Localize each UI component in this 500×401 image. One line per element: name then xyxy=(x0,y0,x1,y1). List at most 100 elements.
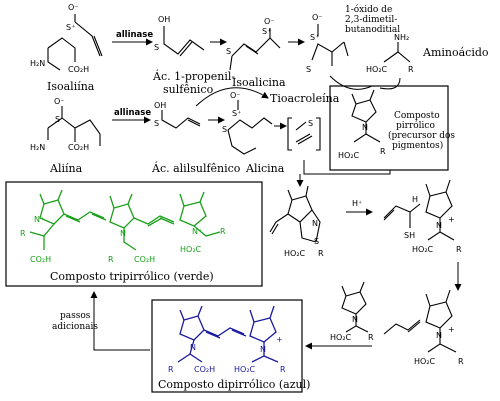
alliinase-label-2: allinase xyxy=(114,108,151,118)
co2h-atom-tri-1: CO₂H xyxy=(30,255,51,264)
dipyrrolic-structure: N R CO₂H N + HO₂C R xyxy=(168,305,286,374)
n-atom-di-2: N xyxy=(260,345,266,354)
alliin-structure: S O⁻ H₂N CO₂H xyxy=(30,97,101,152)
s-atom-2: S xyxy=(226,47,231,56)
n-atom-prot: N xyxy=(436,221,442,230)
extra-steps-label-1: passos xyxy=(60,311,91,321)
dipyrrolic-label: Composto dipirrólico (azul) xyxy=(158,378,310,391)
isoalliin-label: Isoaliína xyxy=(47,80,95,93)
r-atom-pyr: R xyxy=(380,147,386,156)
dipyrrolic-box xyxy=(151,299,303,393)
h2n-atom-alliin: H₂N xyxy=(30,143,45,152)
pyrrolic-label-4: pigmentos) xyxy=(392,140,443,151)
r-atom-di-1: R xyxy=(168,365,174,374)
sh-atom-prot: SH xyxy=(404,231,415,240)
n-atom-pyr: N xyxy=(362,123,368,132)
n-plus-atom-tri-3: N⁺ xyxy=(192,227,202,236)
oxide-structure: S⁺ O⁻ S xyxy=(306,13,349,74)
thioacrolein-label: Tioacroleína xyxy=(270,92,340,105)
vinyl-pyrrole-structure: N + HO₂C R xyxy=(383,289,464,366)
merge-arrow-right xyxy=(379,77,401,90)
amino-acid-structure: NH₂ HO₂C R xyxy=(366,33,414,74)
o-minus-atom: O⁻ xyxy=(68,3,79,12)
plus-atom-di: + xyxy=(276,335,283,344)
s-atom-alliin: S xyxy=(55,115,60,124)
co2h-atom-alliin: CO₂H xyxy=(68,143,89,152)
pyrrolic-label-3: (precursor dos xyxy=(388,130,455,141)
ho2c-atom-prot: HO₂C xyxy=(412,245,434,254)
alliin-label: Aliína xyxy=(49,162,83,175)
allyl-sulfenic-structure: OH S xyxy=(154,101,201,129)
allicin-label: Alicina xyxy=(245,162,285,175)
tripyrrolic-box xyxy=(5,181,263,287)
co2h-atom-di-1: CO₂H xyxy=(194,365,215,374)
ho2c-atom-tri-3: HO₂C xyxy=(180,245,202,254)
s-atom-5: S xyxy=(222,125,227,134)
pyrrolic-box xyxy=(329,85,449,171)
ho2c-atom: HO₂C xyxy=(366,65,388,74)
tripyrrolic-label: Composto tripirrólico (verde) xyxy=(50,270,214,283)
s-plus-atom-2: S⁺ xyxy=(262,27,271,36)
r-atom-tri-1: R xyxy=(20,229,26,238)
oxide-label-1: 1-óxido de xyxy=(345,4,392,15)
ho2c-atom-inc: HO₂C xyxy=(330,333,352,342)
alliinase-label-1: allinase xyxy=(116,30,153,40)
co2h-atom-tri-2: CO₂H xyxy=(134,255,155,264)
h2n-atom: H₂N xyxy=(30,59,45,68)
plus-atom-prot: + xyxy=(448,215,455,224)
merge-arrow-left xyxy=(329,75,373,90)
extra-steps-arrow xyxy=(90,291,150,351)
s-atom-thio: S xyxy=(308,119,313,128)
s-atom-bic: S xyxy=(314,237,319,246)
s-plus-atom-3: S⁺ xyxy=(310,33,319,42)
merge-bracket xyxy=(303,160,391,175)
h-atom-prot: H xyxy=(412,195,418,204)
extra-steps-label-2: adicionais xyxy=(52,322,98,332)
s-atom-3: S xyxy=(306,65,311,74)
o-minus-atom-4: O⁻ xyxy=(230,91,241,100)
h-plus-label: H⁺ xyxy=(352,199,362,208)
n-plus-atom-tri-1: N⁺ xyxy=(34,215,44,224)
oxide-label-2: 2,3-dimetil- xyxy=(345,15,397,25)
s-plus-atom: S⁺ xyxy=(66,23,75,32)
oh-atom: OH xyxy=(158,15,170,24)
co2h-atom: CO₂H xyxy=(68,65,89,74)
o-minus-atom-alliin: O⁻ xyxy=(54,97,65,106)
r-atom-bic: R xyxy=(318,249,324,258)
ho2c-atom-vinyl: HO₂C xyxy=(414,357,436,366)
r-atom-tri-3: R xyxy=(220,227,226,236)
ho2c-atom-pyr: HO₂C xyxy=(338,151,360,160)
propenyl-sulfenic-label-2: sulfênico xyxy=(163,83,214,96)
isoallicin-structure: S S⁺ O⁻ xyxy=(226,17,281,71)
r-atom-prot: R xyxy=(456,245,462,254)
pyrrolic-label-2: pirrólico xyxy=(396,120,435,131)
plus-atom-vinyl: + xyxy=(448,325,455,334)
propenyl-sulfenic-label-1: Ác. 1-propenil- xyxy=(152,69,235,83)
propenyl-sulfenic-structure: OH S xyxy=(154,15,205,57)
incoming-pyrrole-structure: N HO₂C R xyxy=(330,281,374,342)
n-atom-di-1: N xyxy=(190,343,196,352)
tripyrrolic-structure: N⁺ R CO₂H N R CO₂H N⁺ R HO₂C xyxy=(20,189,226,264)
n-atom-vinyl: N xyxy=(436,331,442,340)
o-minus-atom-3: O⁻ xyxy=(312,13,323,22)
n-atom-bic: N xyxy=(312,219,318,228)
pyrrolic-structure: N HO₂C R xyxy=(338,89,386,160)
r-atom-aa: R xyxy=(408,65,414,74)
n-atom-inc: N xyxy=(352,315,358,324)
amino-acid-label: Aminoácido xyxy=(422,46,489,59)
bicyclic-structure: N S HO₂C R xyxy=(269,185,324,258)
allicin-structure: S S⁺ O⁻ xyxy=(222,91,273,155)
oxide-label-3: butanoditial xyxy=(345,25,400,35)
s-atom-1: S xyxy=(154,43,159,52)
curved-arrow-allicin xyxy=(195,87,269,107)
o-minus-atom-2: O⁻ xyxy=(264,17,275,26)
r-atom-tri-2: R xyxy=(108,255,114,264)
ho2c-atom-di-2: HO₂C xyxy=(234,365,256,374)
isoallicin-label: Isoalicina xyxy=(232,76,286,89)
isoalliin-structure: S⁺ O⁻ H₂N CO₂H xyxy=(30,3,103,74)
oh-atom-2: OH xyxy=(154,101,166,110)
n-atom-tri-2: N xyxy=(120,229,126,238)
pyrrolic-label-1: Composto xyxy=(394,111,440,121)
